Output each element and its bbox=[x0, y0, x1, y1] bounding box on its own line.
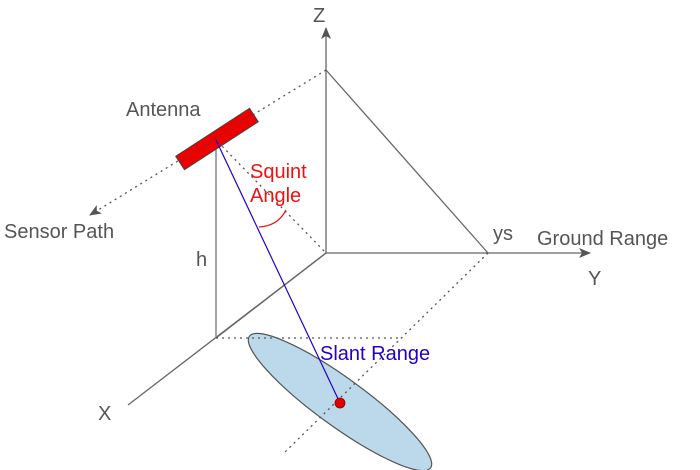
sensor-path-label: Sensor Path bbox=[4, 221, 114, 243]
antenna-axis-dots bbox=[179, 113, 255, 163]
antenna-footprint bbox=[247, 332, 433, 470]
ys-label: ys bbox=[493, 223, 513, 245]
slant-range-label: Slant Range bbox=[320, 343, 430, 365]
slant-range-line bbox=[215, 139, 341, 404]
y-axis-label: Y bbox=[588, 268, 601, 290]
ground-projection-line bbox=[215, 252, 327, 339]
squint-angle-label-2: Angle bbox=[250, 185, 301, 207]
squint-angle-arc bbox=[258, 209, 287, 228]
z-to-ys-line bbox=[325, 69, 489, 254]
squint-reference-line bbox=[217, 141, 327, 254]
x-axis-label: X bbox=[98, 403, 111, 425]
target-point bbox=[334, 397, 346, 409]
squint-angle-label-1: Squint bbox=[250, 161, 307, 183]
height-label: h bbox=[196, 249, 207, 271]
z-axis-label: Z bbox=[313, 5, 325, 27]
antenna-label: Antenna bbox=[126, 99, 201, 121]
ground-range-label: Ground Range bbox=[537, 228, 668, 250]
antenna-icon bbox=[175, 107, 259, 171]
